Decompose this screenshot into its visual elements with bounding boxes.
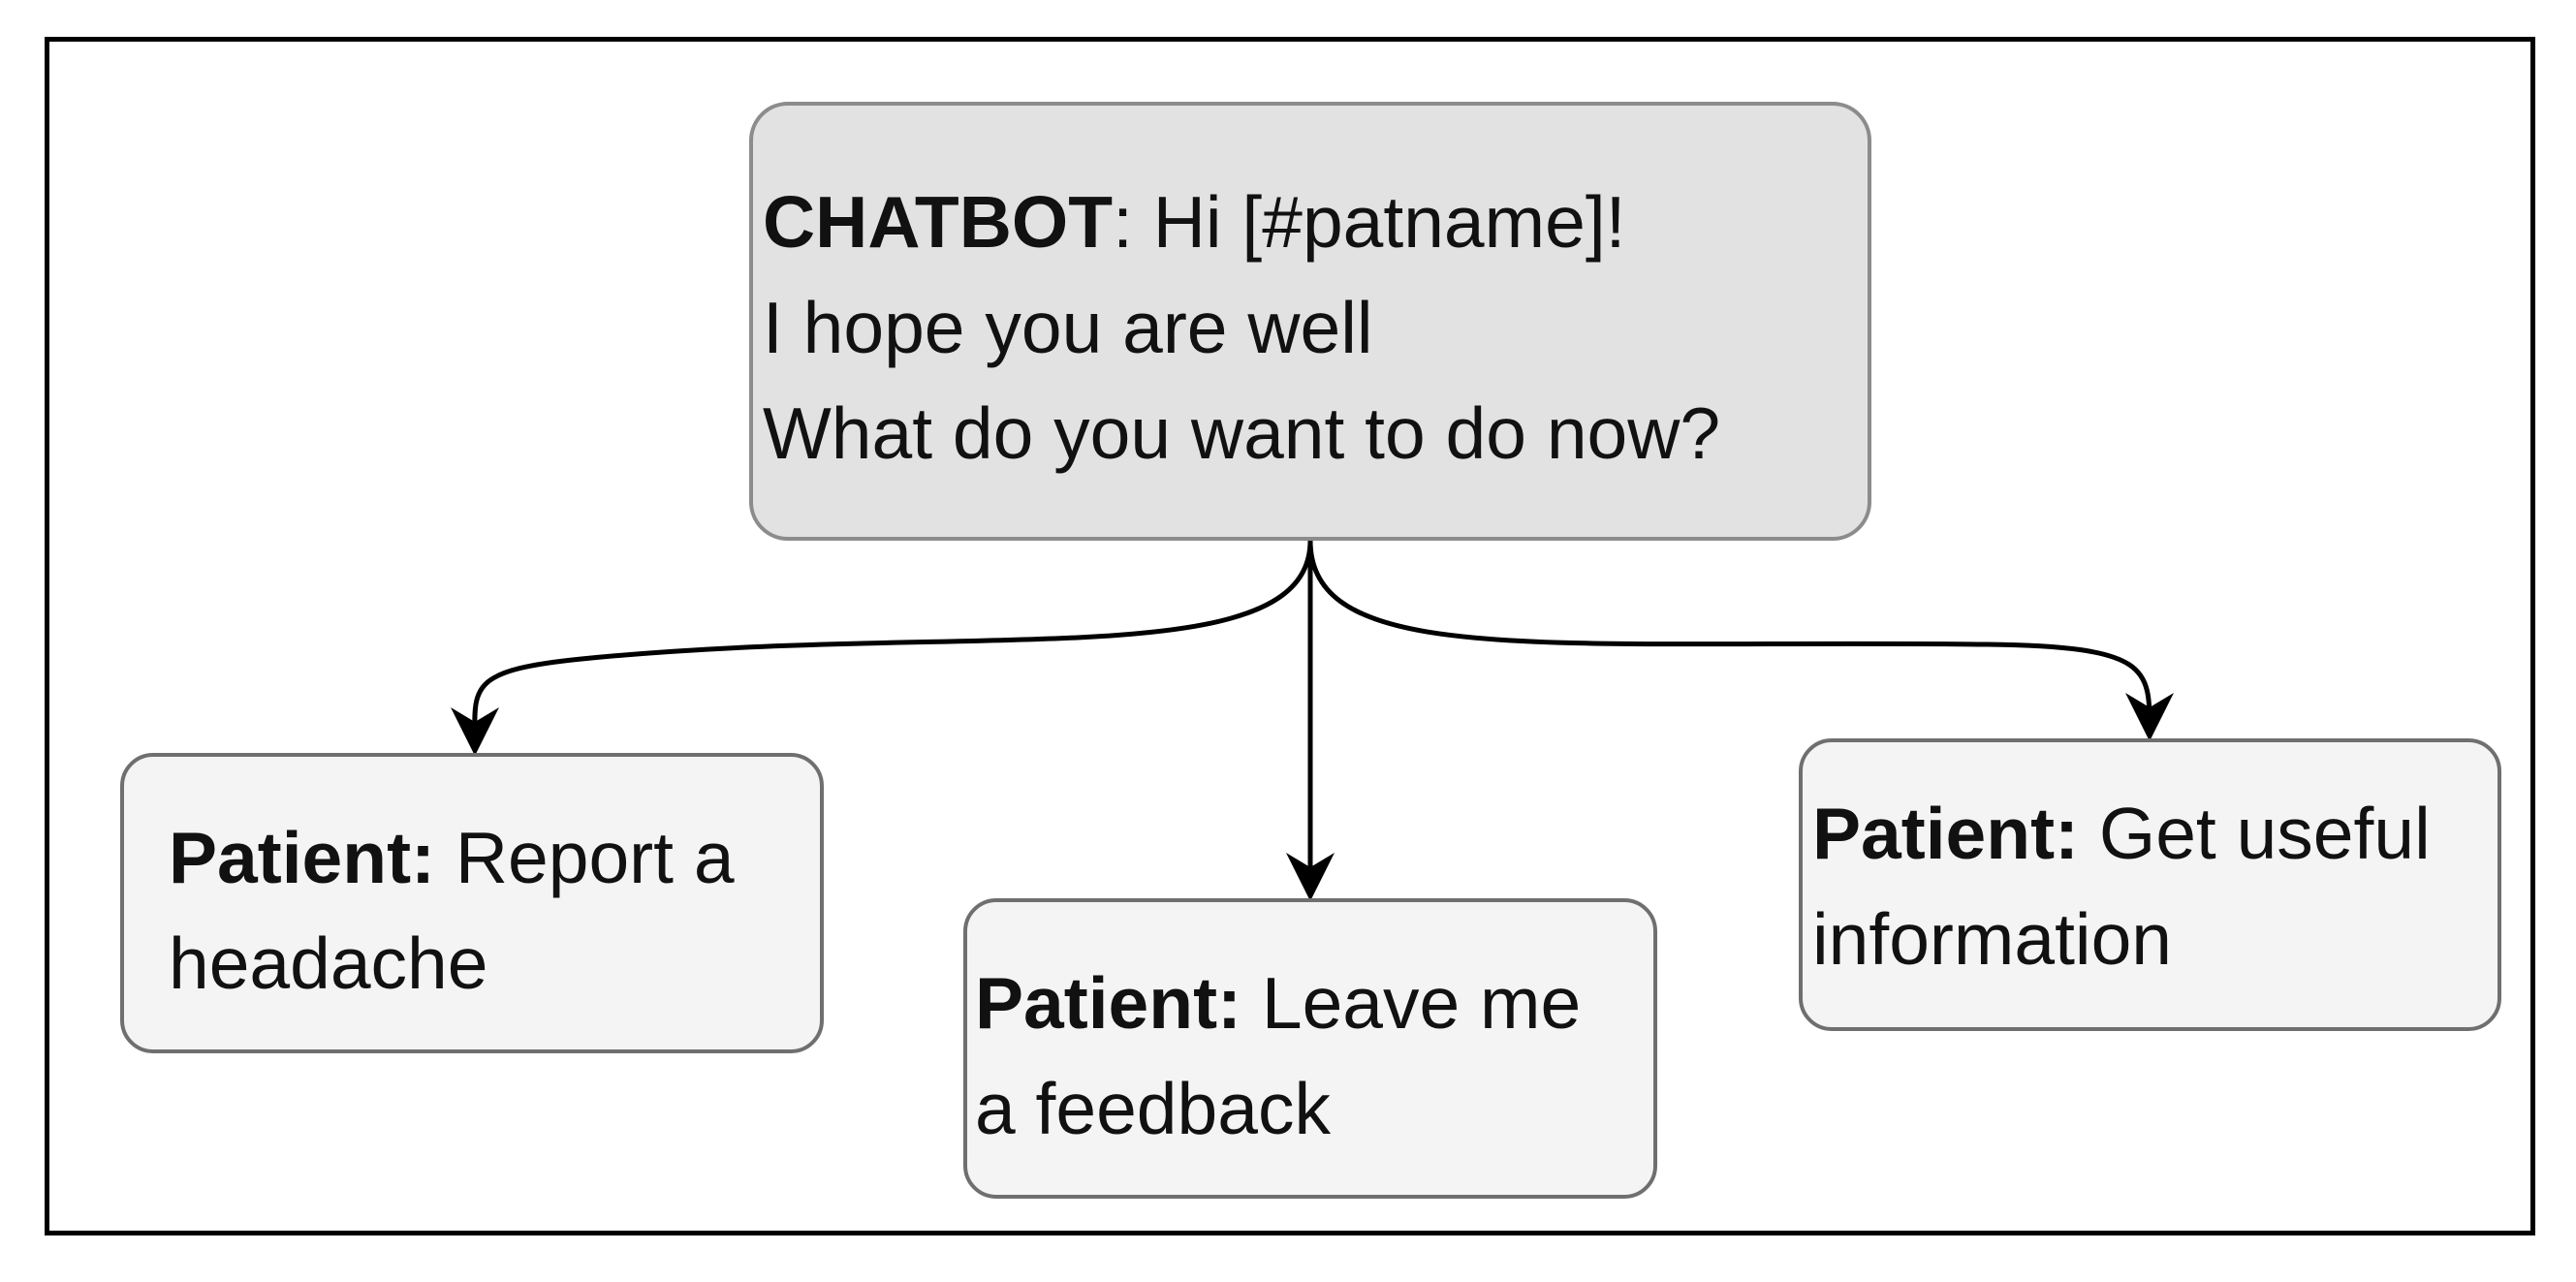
arrow-to-report-headache (450, 540, 1313, 756)
option-leave-feedback: Patient: Leave me a feedback (963, 898, 1657, 1199)
option-line-1: Patient: Get useful (1812, 781, 2490, 887)
option-text: Leave me (1241, 962, 1582, 1044)
option-text: Get useful (2079, 793, 2431, 874)
option-line-2: information (1812, 897, 2173, 980)
option-get-information: Patient: Get useful information (1799, 738, 2501, 1031)
option-line-1: Patient: Report a (169, 805, 810, 911)
chatbot-speaker: CHATBOT (763, 181, 1114, 263)
chatbot-greeting-node: CHATBOT: Hi [#patname]! I hope you are w… (749, 102, 1871, 541)
option-line-2: a feedback (975, 1067, 1331, 1149)
option-report-headache: Patient: Report a headache (120, 753, 824, 1053)
chatbot-line-1: CHATBOT: Hi [#patname]! (763, 170, 1860, 275)
option-text: Report a (435, 817, 735, 898)
option-line-2: headache (169, 922, 488, 1004)
option-speaker: Patient: (975, 962, 1242, 1044)
option-speaker: Patient: (169, 817, 436, 898)
chatbot-greeting: : Hi [#patname]! (1113, 181, 1626, 263)
chatbot-line-2: I hope you are well (763, 286, 1373, 368)
chatbot-line-3: What do you want to do now? (763, 391, 1721, 474)
option-line-1: Patient: Leave me (975, 951, 1644, 1056)
option-speaker: Patient: (1812, 793, 2080, 874)
arrow-to-get-information (1307, 540, 2175, 741)
